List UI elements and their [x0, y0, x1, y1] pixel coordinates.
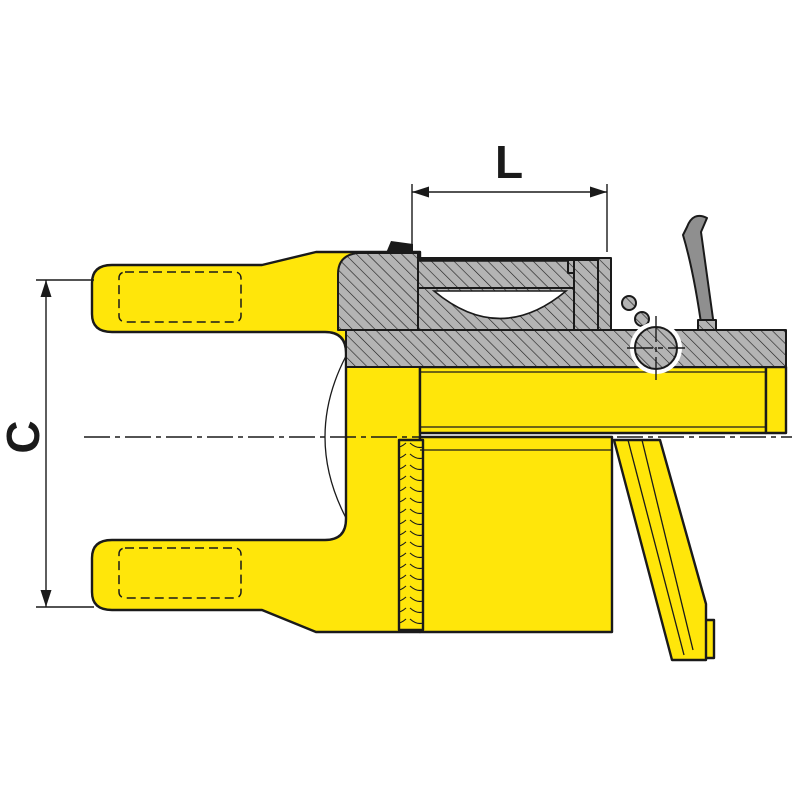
cam-cavity [431, 290, 569, 320]
dim-c-arrow-bottom [40, 590, 52, 607]
dimension-l-label: L [495, 136, 523, 188]
dimension-c: C [0, 279, 94, 608]
cone-rib-1 [627, 439, 685, 656]
clutch-housing [397, 365, 788, 634]
stop-pin [573, 259, 599, 333]
yoke-outline [90, 250, 422, 634]
cone-bell-wall [612, 438, 708, 662]
weld-seam-hatch [399, 440, 423, 630]
housing-wall-band [345, 329, 787, 368]
clutch-section [337, 241, 787, 380]
housing-top [418, 365, 768, 435]
spring-wire-section-1 [621, 295, 637, 311]
guard-cone [612, 214, 717, 662]
end-washer [597, 257, 612, 336]
cone-rib-2 [641, 439, 694, 651]
dimension-c-label: C [0, 420, 49, 453]
housing-bottom [418, 435, 614, 634]
dim-l-arrow-left [412, 186, 429, 198]
housing-end-cap [764, 365, 788, 435]
cone-upper-section [682, 214, 715, 331]
dimension-l: L [411, 136, 608, 252]
retaining-clip [386, 241, 413, 253]
spring-wire-section-2 [634, 311, 650, 327]
dim-c-arrow-top [40, 280, 52, 297]
dim-l-arrow-right [590, 186, 607, 198]
hub-section-block [337, 252, 419, 331]
